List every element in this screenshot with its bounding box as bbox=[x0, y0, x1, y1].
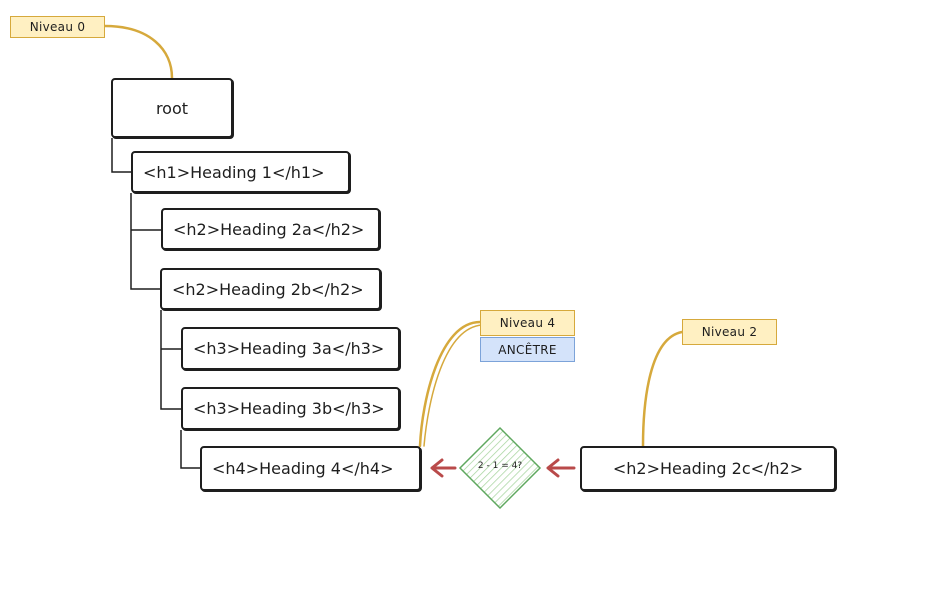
node-root: root bbox=[111, 78, 233, 138]
decision-label: 2 - 1 = 4? bbox=[477, 461, 523, 471]
node-h2c: <h2>Heading 2c</h2> bbox=[580, 446, 836, 491]
arrow-to-h4 bbox=[430, 458, 457, 478]
leader-level0 bbox=[103, 24, 174, 80]
node-h3b: <h3>Heading 3b</h3> bbox=[181, 387, 400, 430]
node-h2b: <h2>Heading 2b</h2> bbox=[160, 268, 381, 310]
leader-level4 bbox=[418, 320, 482, 448]
node-h4: <h4>Heading 4</h4> bbox=[200, 446, 421, 491]
level4-tag: Niveau 4 bbox=[480, 310, 575, 336]
node-h1: <h1>Heading 1</h1> bbox=[131, 151, 350, 193]
ancestor-tag: ANCÊTRE bbox=[480, 337, 575, 362]
level0-tag: Niveau 0 bbox=[10, 16, 105, 38]
node-h3a: <h3>Heading 3a</h3> bbox=[181, 327, 400, 370]
level2-tag: Niveau 2 bbox=[682, 319, 777, 345]
arrow-to-diamond bbox=[546, 458, 576, 478]
node-h2a: <h2>Heading 2a</h2> bbox=[161, 208, 380, 250]
leader-level2 bbox=[641, 330, 684, 448]
